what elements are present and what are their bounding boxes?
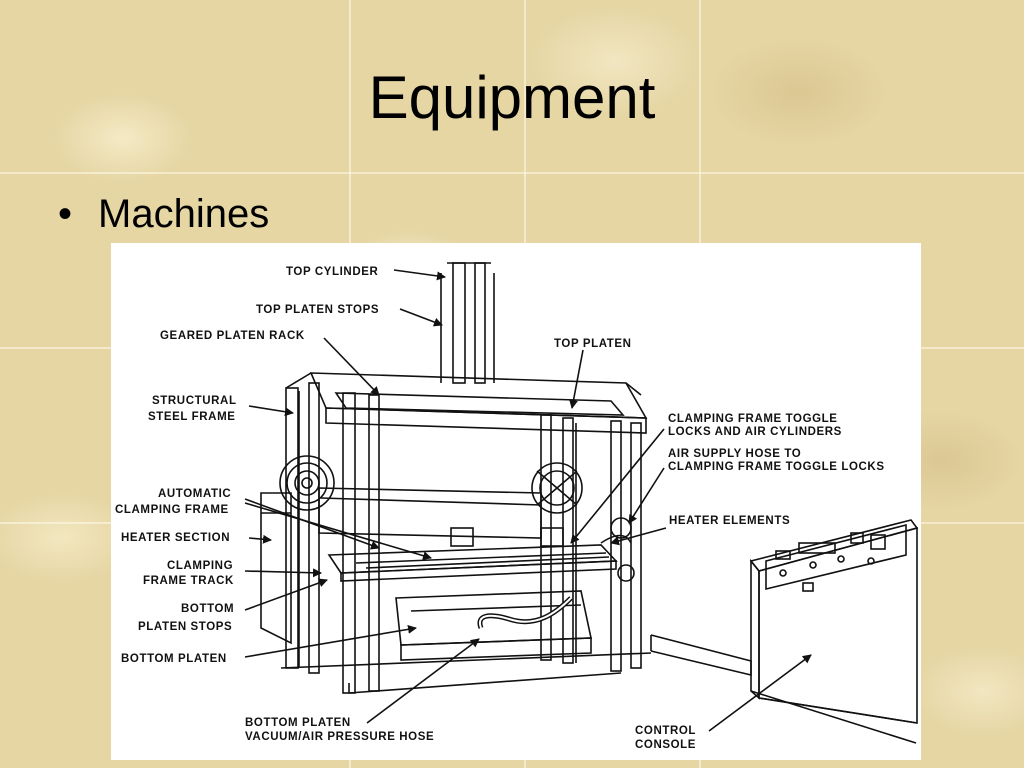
label-control-1: CONTROL [635,725,696,737]
label-automatic-2: CLAMPING FRAME [115,504,229,516]
label-bottom-stops-2: PLATEN STOPS [138,621,232,633]
label-control-2: CONSOLE [635,739,696,751]
leader-lines [244,269,812,732]
label-structural-2: STEEL FRAME [148,411,236,423]
label-bottom-platen: BOTTOM PLATEN [121,653,227,665]
thermoforming-machine-diagram: TOP CYLINDER TOP PLATEN STOPS GEARED PLA… [111,243,921,760]
label-geared-platen-rack: GEARED PLATEN RACK [160,330,305,342]
label-top-platen-stops: TOP PLATEN STOPS [256,304,379,316]
machine-drawing [260,262,919,744]
label-clamping-track-1: CLAMPING [167,560,233,572]
label-clamping-track-2: FRAME TRACK [143,575,234,587]
label-clamping-toggle-2: LOCKS AND AIR CYLINDERS [668,426,842,438]
label-air-supply-2: CLAMPING FRAME TOGGLE LOCKS [668,461,885,473]
label-bottom-stops-1: BOTTOM [181,603,234,615]
label-heater-elements: HEATER ELEMENTS [669,515,790,527]
label-top-platen: TOP PLATEN [554,338,632,350]
label-clamping-toggle-1: CLAMPING FRAME TOGGLE [668,413,838,425]
label-air-supply-1: AIR SUPPLY HOSE TO [668,448,801,460]
bullet-item: • Machines [58,188,269,240]
tile-seam [0,172,1024,174]
diagram-labels: TOP CYLINDER TOP PLATEN STOPS GEARED PLA… [115,266,885,751]
label-automatic-1: AUTOMATIC [158,488,231,500]
label-heater-section: HEATER SECTION [121,532,230,544]
bullet-marker: • [58,192,73,236]
slide-title: Equipment [368,64,656,131]
label-bottom-hose-1: BOTTOM PLATEN [245,717,351,729]
label-structural-1: STRUCTURAL [152,395,237,407]
label-top-cylinder: TOP CYLINDER [286,266,378,278]
label-bottom-hose-2: VACUUM/AIR PRESSURE HOSE [245,731,434,743]
bullet-text: Machines [98,192,270,236]
